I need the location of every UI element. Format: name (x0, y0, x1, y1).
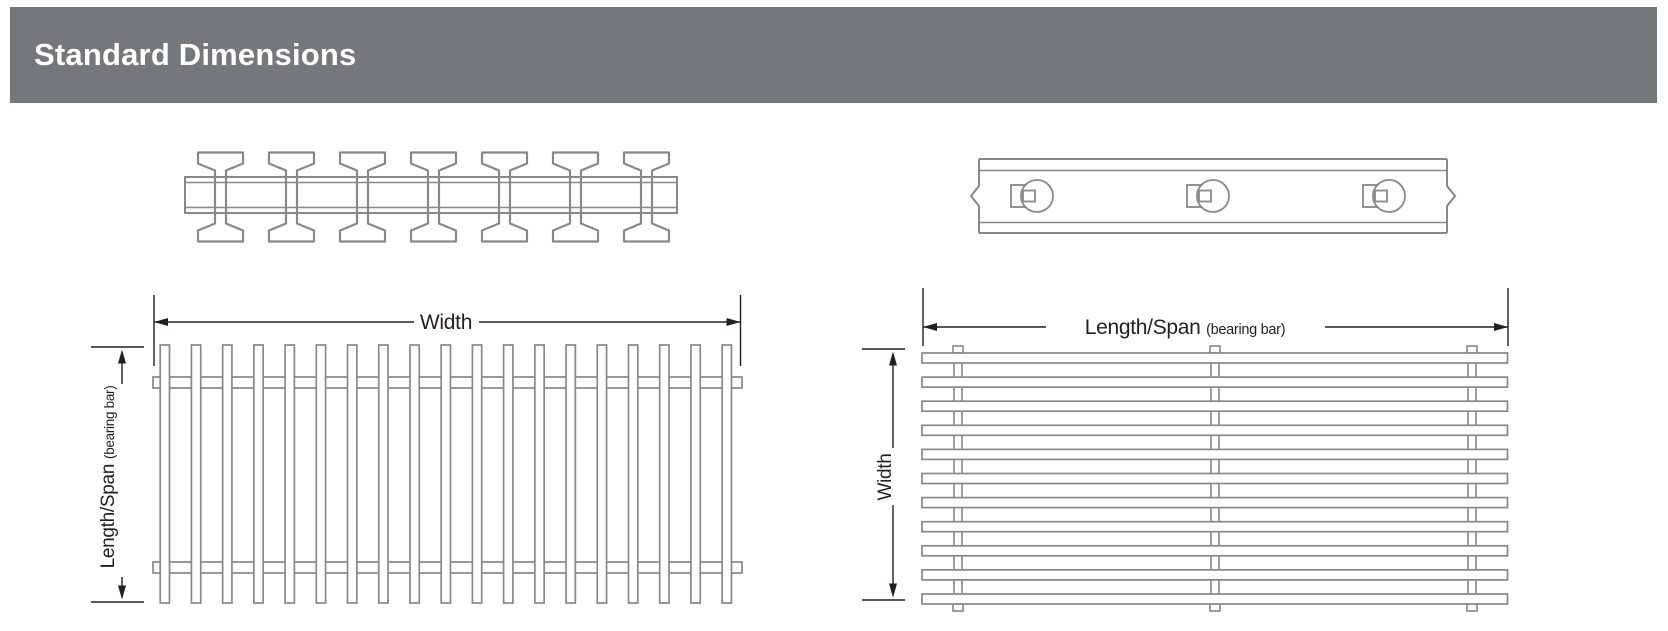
bearing-bar (440, 344, 452, 604)
bearing-bar (253, 344, 265, 604)
cross-rod-band (184, 176, 678, 214)
bearing-bar (921, 593, 1509, 605)
weld-circle (1372, 179, 1406, 213)
bearing-bar (921, 424, 1509, 437)
width-dimension-label-right-drawing: Width (875, 453, 896, 500)
dimension-arrowhead (1494, 323, 1508, 331)
dimension-arrowhead (889, 583, 897, 598)
width-dimension-label-left-drawing: Width (420, 311, 472, 334)
bearing-bar-sublabel-text: (bearing bar) (1206, 322, 1285, 338)
bearing-bar (921, 400, 1509, 413)
i-bar-section (409, 151, 458, 243)
i-bar-section (622, 151, 671, 243)
bearing-bar (596, 344, 608, 604)
dimension-arrowhead (923, 323, 937, 331)
bearing-bar (658, 344, 670, 604)
i-bar-section (267, 151, 316, 243)
weld-notch (1198, 189, 1212, 203)
bearing-bar (921, 376, 1509, 388)
bearing-bar (377, 344, 389, 604)
bearing-bar (921, 352, 1509, 364)
length-span-label-text: Length/Span (1085, 316, 1201, 339)
bearing-bar (471, 344, 483, 604)
length-span-dimension-label-left-drawing: Length/Span (bearing bar) (98, 386, 119, 569)
bearing-bar (921, 472, 1509, 485)
dimension-arrowhead (889, 351, 897, 366)
bearing-bar (921, 520, 1509, 533)
bearing-bar (690, 344, 702, 604)
weld-notch (1374, 189, 1388, 203)
bar-side-view-drawing (969, 158, 1457, 234)
bearing-bar (409, 344, 421, 604)
weld-circle (1196, 179, 1230, 213)
bearing-bar (565, 344, 577, 604)
bearing-bar (533, 344, 545, 604)
cross-rod-end-tab (1209, 603, 1221, 612)
weld-circle (1020, 179, 1054, 213)
cross-rod-end-tab (952, 603, 964, 612)
dimension-arrowhead (118, 349, 126, 364)
bearing-bar (921, 569, 1509, 581)
bearing-bar-sublabel-text: (bearing bar) (102, 386, 117, 459)
length-span-dimension-label-right-drawing: Length/Span (bearing bar) (1085, 316, 1285, 339)
i-bar-section (551, 151, 600, 243)
weld-notch (1022, 189, 1036, 203)
i-bar-section (338, 151, 387, 243)
bearing-bar (221, 344, 233, 604)
plan-view-left-grating (91, 295, 743, 604)
dimension-arrowhead (154, 318, 168, 326)
section-title: Standard Dimensions (34, 37, 357, 72)
break-line-left (969, 159, 980, 233)
cross-rod-end-tab (1209, 345, 1221, 354)
i-bar-section (196, 151, 245, 243)
section-header-bar: Standard Dimensions (10, 7, 1657, 103)
cross-rod-end-tab (1466, 603, 1478, 612)
dimension-arrowhead (726, 318, 741, 326)
cross-rod-end-tab (1466, 345, 1478, 354)
bearing-bar (502, 344, 514, 604)
bearing-bar (284, 344, 296, 604)
bearing-bar (921, 496, 1509, 509)
ibar-cross-section-drawing (184, 151, 678, 243)
i-bar-section (480, 151, 529, 243)
bearing-bar (921, 544, 1509, 557)
bearing-bar (921, 448, 1509, 461)
bearing-bar (627, 344, 639, 604)
bearing-bar (315, 344, 327, 604)
bearing-bar (721, 344, 733, 604)
bearing-bar (346, 344, 358, 604)
cross-rod-end-tab (952, 345, 964, 354)
bearing-bar (190, 344, 202, 604)
bearing-bar (159, 344, 171, 604)
plan-view-right-grating (862, 288, 1509, 612)
dimension-arrowhead (118, 585, 126, 600)
length-span-label-text: Length/Span (98, 464, 119, 568)
break-line-right (1446, 159, 1457, 233)
